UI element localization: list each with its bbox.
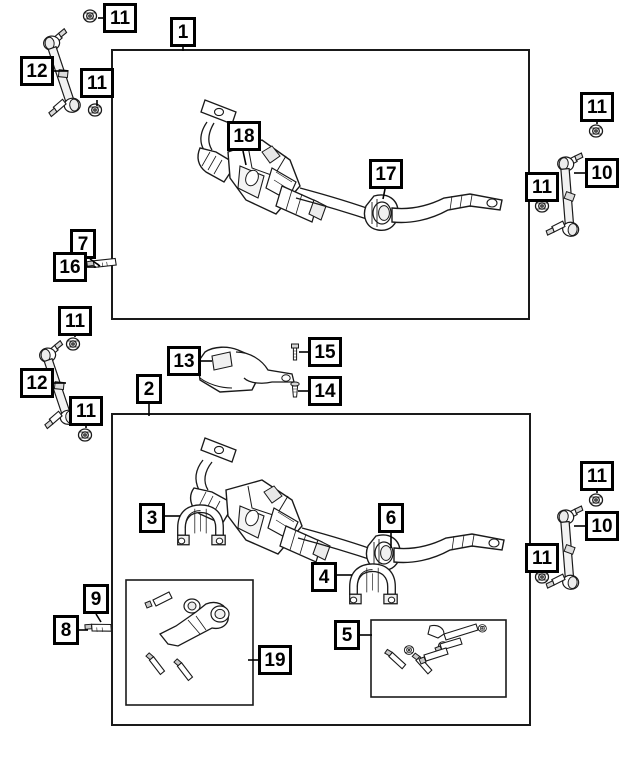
callout-4[interactable]: 4 bbox=[311, 562, 337, 592]
callout-9[interactable]: 9 bbox=[83, 584, 109, 614]
callout-14[interactable]: 14 bbox=[308, 376, 342, 406]
callout-11-g[interactable]: 11 bbox=[580, 461, 614, 491]
callout-5[interactable]: 5 bbox=[334, 620, 360, 650]
callout-11-a[interactable]: 11 bbox=[103, 3, 137, 33]
callout-17[interactable]: 17 bbox=[369, 159, 403, 189]
callout-11-h[interactable]: 11 bbox=[525, 543, 559, 573]
callout-1[interactable]: 1 bbox=[170, 17, 196, 47]
callout-11-e[interactable]: 11 bbox=[58, 306, 92, 336]
callout-11-b[interactable]: 11 bbox=[80, 68, 114, 98]
callout-16[interactable]: 16 bbox=[53, 252, 87, 282]
callout-18[interactable]: 18 bbox=[227, 121, 261, 151]
callout-12-upper[interactable]: 12 bbox=[20, 56, 54, 86]
callout-10-lower[interactable]: 10 bbox=[585, 511, 619, 541]
callout-11-c[interactable]: 11 bbox=[580, 92, 614, 122]
callout-3[interactable]: 3 bbox=[139, 503, 165, 533]
callout-12-lower[interactable]: 12 bbox=[20, 368, 54, 398]
callout-11-f[interactable]: 11 bbox=[69, 396, 103, 426]
callout-10-upper[interactable]: 10 bbox=[585, 158, 619, 188]
callout-2[interactable]: 2 bbox=[136, 374, 162, 404]
callout-8[interactable]: 8 bbox=[53, 615, 79, 645]
callout-13[interactable]: 13 bbox=[167, 346, 201, 376]
callout-15[interactable]: 15 bbox=[308, 337, 342, 367]
callout-6[interactable]: 6 bbox=[378, 503, 404, 533]
callout-11-d[interactable]: 11 bbox=[525, 172, 559, 202]
callout-19[interactable]: 19 bbox=[258, 645, 292, 675]
